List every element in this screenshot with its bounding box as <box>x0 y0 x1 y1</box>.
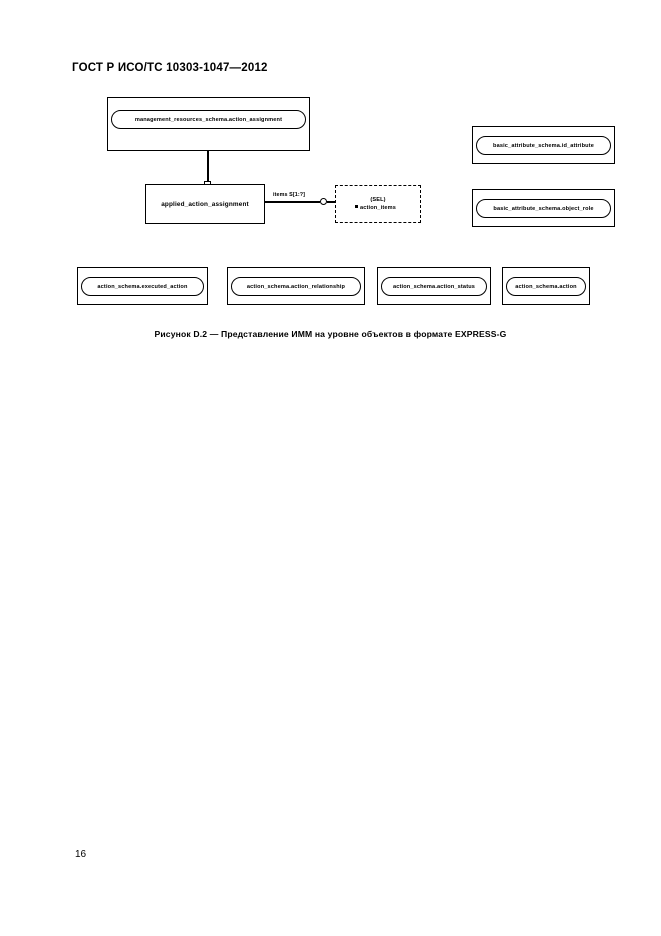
express-g-diagram: management_resources_schema.action_assig… <box>0 88 661 328</box>
schema-ref-action-schema-action-relationship: action_schema.action_relationship <box>231 277 361 296</box>
schema-ref-action-schema-action-status: action_schema.action_status <box>381 277 487 296</box>
select-type-action-items: (SEL) action_items <box>335 185 421 223</box>
schema-ref-action-schema-action: action_schema.action <box>506 277 586 296</box>
schema-ref-label: action_schema.action <box>515 283 577 290</box>
schema-ref-label: basic_attribute_schema.id_attribute <box>493 142 594 149</box>
connector-horizontal-items-tail <box>327 201 335 203</box>
connector-node-circle <box>320 198 327 205</box>
connector-horizontal-items <box>265 201 320 203</box>
schema-ref-basic-attribute-schema-id-attribute: basic_attribute_schema.id_attribute <box>476 136 611 155</box>
page-number: 16 <box>75 849 87 860</box>
schema-ref-label: action_schema.executed_action <box>97 283 188 290</box>
schema-ref-management-resources-schema-action-assignment: management_resources_schema.action_assig… <box>111 110 306 129</box>
select-type-label: action_items <box>355 205 396 211</box>
document-header: ГОСТ Р ИСО/ТС 10303-1047—2012 <box>72 62 268 74</box>
schema-ref-label: action_schema.action_relationship <box>246 283 346 290</box>
figure-caption: Рисунок D.2 — Представление ИММ на уровн… <box>154 329 507 339</box>
connector-vertical-top <box>207 151 209 185</box>
schema-ref-action-schema-executed-action: action_schema.executed_action <box>81 277 204 296</box>
relationship-label-items: items S[1:?] <box>273 192 306 198</box>
select-type-tag: (SEL) <box>370 196 386 203</box>
entity-applied-action-assignment: applied_action_assignment <box>145 184 265 224</box>
schema-ref-label: action_schema.action_status <box>392 283 476 290</box>
schema-ref-label: basic_attribute_schema.object_role <box>493 205 594 212</box>
entity-label: applied_action_assignment <box>161 200 249 208</box>
schema-ref-basic-attribute-schema-object-role: basic_attribute_schema.object_role <box>476 199 611 218</box>
schema-ref-label: management_resources_schema.action_assig… <box>134 116 283 123</box>
